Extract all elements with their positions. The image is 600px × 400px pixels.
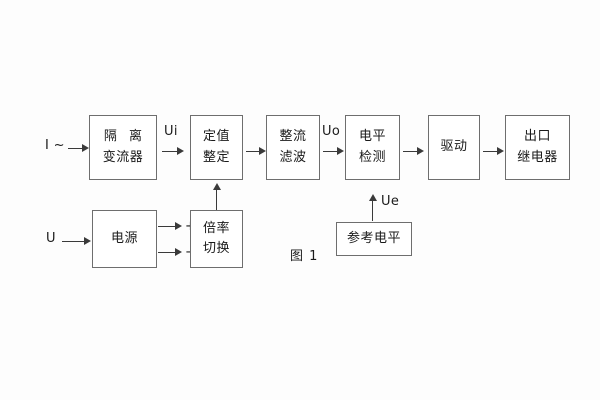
connector-setting-to-rectify <box>246 151 259 152</box>
connector-isolation-to-setting <box>162 151 177 152</box>
arrowhead-rail-negative <box>175 248 182 256</box>
connector-rail-negative <box>158 252 175 253</box>
arrowhead-reference-to-level <box>369 194 377 201</box>
arrowhead-multiplier-to-setting <box>213 183 221 190</box>
block-multiplier-switch-line-2: 切换 <box>202 241 230 256</box>
arrowhead-current-to-isolation <box>82 144 89 152</box>
block-power-supply[interactable]: 电源 <box>92 210 157 268</box>
connector-reference-to-level <box>372 200 373 221</box>
arrowhead-rail-positive <box>175 222 182 230</box>
block-setting-value[interactable]: 定值 整定 <box>190 115 243 180</box>
connector-voltage-to-power <box>62 241 84 242</box>
arrowhead-rectify-to-level <box>337 147 344 155</box>
connector-rectify-to-level <box>323 151 337 152</box>
arrowhead-isolation-to-setting <box>177 147 184 155</box>
current-input-label: I ~ <box>45 138 65 153</box>
block-power-supply-line-1: 电源 <box>110 230 138 246</box>
connector-level-to-driver <box>403 151 417 152</box>
block-level-detect[interactable]: 电平 检测 <box>345 115 400 180</box>
block-driver[interactable]: 驱动 <box>428 115 480 180</box>
block-multiplier-switch-line-1: 倍率 <box>202 220 230 236</box>
block-reference-level-line-1: 参考电平 <box>346 230 401 246</box>
arrowhead-driver-to-relay <box>497 147 504 155</box>
block-rectify-filter-line-1: 整流 <box>279 129 307 145</box>
block-isolation-ct-line-2: 变流器 <box>102 149 144 165</box>
block-level-detect-line-2: 检测 <box>358 149 386 165</box>
block-isolation-ct-line-1: 隔 离 <box>103 129 147 145</box>
voltage-input-label: U <box>46 231 56 246</box>
block-setting-value-line-2: 整定 <box>202 149 230 165</box>
connector-current-to-isolation <box>68 148 82 149</box>
block-output-relay-line-1: 出口 <box>523 129 551 145</box>
block-driver-line-1: 驱动 <box>440 139 468 155</box>
arrowhead-level-to-driver <box>417 147 424 155</box>
arrowhead-setting-to-rectify <box>259 147 266 155</box>
uo-signal-label: Uo <box>322 124 341 139</box>
block-multiplier-switch[interactable]: 倍率 切换 <box>190 210 243 268</box>
connector-multiplier-to-setting <box>216 189 217 210</box>
ui-signal-label: Ui <box>164 124 178 139</box>
block-setting-value-line-1: 定值 <box>202 129 230 145</box>
arrowhead-voltage-to-power <box>84 237 91 245</box>
figure-caption: 图 1 <box>290 249 319 264</box>
block-output-relay[interactable]: 出口 继电器 <box>505 115 570 180</box>
block-rectify-filter-line-2: 滤波 <box>279 149 307 165</box>
block-level-detect-line-1: 电平 <box>358 129 386 145</box>
block-reference-level[interactable]: 参考电平 <box>336 222 412 256</box>
ue-signal-label: Ue <box>381 194 400 209</box>
connector-rail-positive <box>158 226 175 227</box>
connector-driver-to-relay <box>483 151 497 152</box>
block-rectify-filter[interactable]: 整流 滤波 <box>266 115 320 180</box>
block-isolation-ct[interactable]: 隔 离 变流器 <box>89 115 157 180</box>
block-output-relay-line-2: 继电器 <box>517 149 558 165</box>
